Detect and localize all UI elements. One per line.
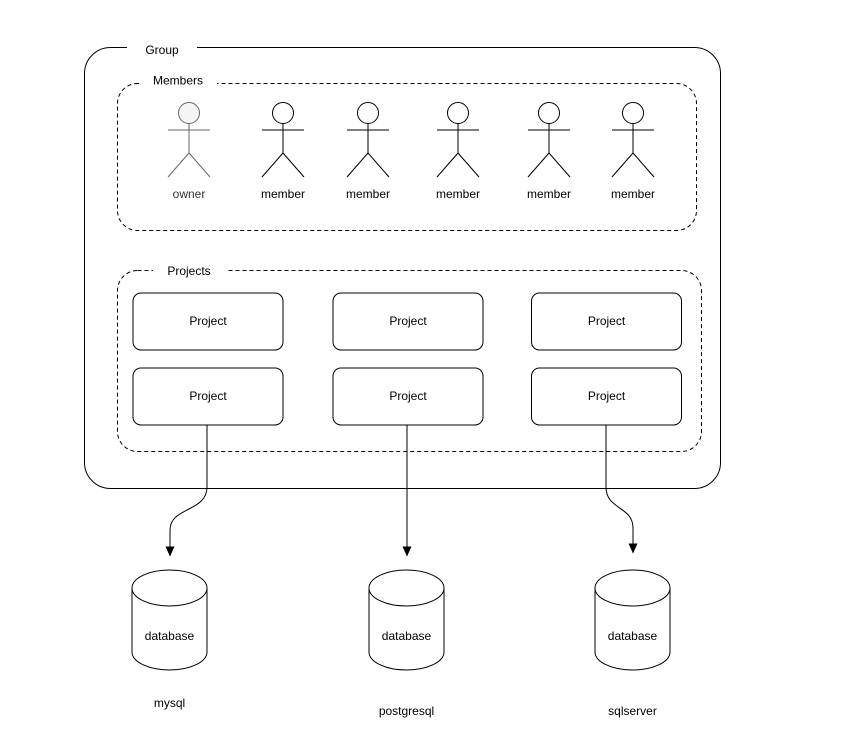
- project-label: Project: [189, 389, 227, 403]
- actor-body: [611, 123, 655, 178]
- actor-member-2: member: [346, 102, 390, 201]
- database-shape-label: database: [145, 629, 195, 643]
- arrow-project-to-sqlserver: [605, 425, 638, 554]
- actor-label: member: [346, 187, 390, 201]
- database-mysql: database mysql: [131, 569, 208, 710]
- actor-head: [272, 102, 294, 124]
- actor-member-5: member: [611, 102, 655, 201]
- actor-body: [436, 123, 480, 178]
- actor-body: [346, 123, 390, 178]
- database-engine-label: sqlserver: [608, 704, 657, 718]
- actor-head: [357, 102, 379, 124]
- database-sqlserver: database sqlserver: [594, 569, 671, 718]
- actor-member-1: member: [261, 102, 305, 201]
- actor-label: member: [611, 187, 655, 201]
- cylinder-body: [368, 588, 445, 671]
- group-container-border: [84, 47, 721, 489]
- database-shape-label: database: [382, 629, 432, 643]
- actor-head: [447, 102, 469, 124]
- cylinder-body: [131, 588, 208, 671]
- actor-label: member: [436, 187, 480, 201]
- project-label: Project: [588, 389, 626, 403]
- actor-body: [261, 123, 305, 178]
- project-label: Project: [389, 314, 427, 328]
- group-label: Group: [145, 43, 179, 57]
- project-box: [531, 367, 682, 426]
- cylinder-top: [368, 569, 445, 607]
- cylinder-top: [131, 569, 208, 607]
- actor-owner: owner: [167, 102, 211, 201]
- project-box: [332, 367, 484, 426]
- database-engine-label: postgresql: [379, 704, 434, 718]
- projects-label: Projects: [167, 264, 210, 278]
- project-box-5: Project: [332, 367, 484, 426]
- actor-head: [178, 102, 200, 124]
- actor-body: [527, 123, 571, 178]
- project-box: [332, 292, 484, 351]
- project-box: [132, 292, 284, 351]
- members-container-border: [117, 83, 697, 231]
- project-box-1: Project: [132, 292, 284, 351]
- actor-label: owner: [173, 187, 206, 201]
- label-backdrop: [139, 74, 217, 87]
- project-label: Project: [588, 314, 626, 328]
- arrow-project-to-mysql: [165, 425, 208, 557]
- actor-label: member: [527, 187, 571, 201]
- project-box: [531, 292, 682, 351]
- actor-head: [622, 102, 644, 124]
- actor-member-3: member: [436, 102, 480, 201]
- project-box-4: Project: [132, 367, 284, 426]
- cylinder-body: [594, 588, 671, 671]
- database-engine-label: mysql: [154, 696, 185, 710]
- project-box-2: Project: [332, 292, 484, 351]
- project-box-3: Project: [531, 292, 682, 351]
- project-label: Project: [189, 314, 227, 328]
- actor-label: member: [261, 187, 305, 201]
- database-postgresql: database postgresql: [368, 569, 445, 718]
- actor-member-4: member: [527, 102, 571, 201]
- label-backdrop: [153, 264, 226, 278]
- actor-body: [167, 123, 211, 178]
- cylinder-top: [594, 569, 671, 607]
- project-box: [132, 367, 284, 426]
- projects-container-border: [117, 270, 702, 452]
- label-backdrop: [127, 41, 197, 56]
- database-shape-label: database: [608, 629, 658, 643]
- members-label: Members: [153, 74, 203, 88]
- actor-head: [538, 102, 560, 124]
- project-label: Project: [389, 389, 427, 403]
- project-box-6: Project: [531, 367, 682, 426]
